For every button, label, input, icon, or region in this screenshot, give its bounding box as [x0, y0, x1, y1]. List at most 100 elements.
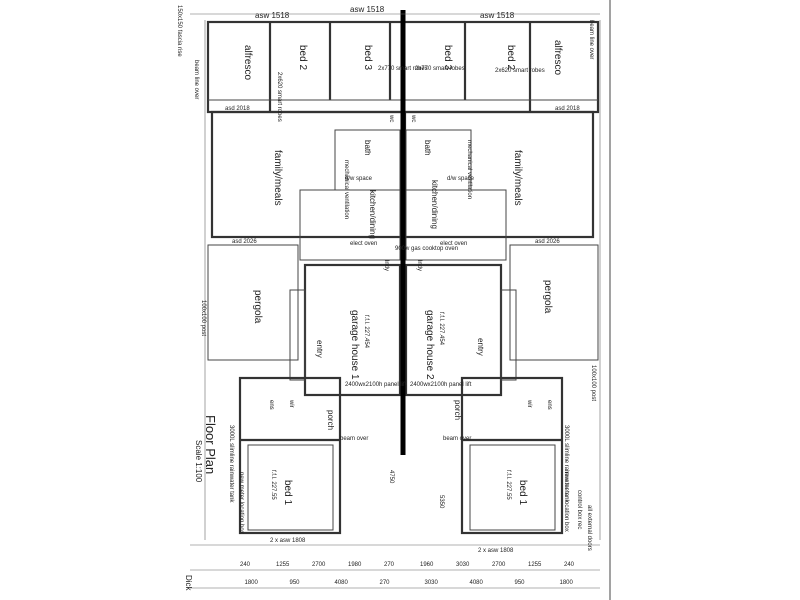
house2-garage	[404, 263, 503, 397]
room-kitchen-left: kitchen/dining	[368, 190, 377, 239]
room-wc-left: wc	[388, 114, 394, 122]
robes-2620-right: 2x620 smart robes	[495, 68, 545, 74]
robes-2770-left: 2x770 smart robes	[378, 66, 428, 72]
corner-text: Dick	[184, 575, 193, 592]
room-bed3-left: bed 3	[362, 45, 373, 70]
bottom-dim-label: 3030	[456, 562, 470, 568]
house1-wet-area	[334, 129, 401, 191]
ext-doors: all external doors	[586, 505, 592, 551]
room-bed1-left: bed 1	[282, 480, 293, 505]
room-lndy-right: lndy	[416, 260, 422, 271]
house2-bed1-tiles	[469, 444, 556, 531]
house2-pergola	[509, 244, 599, 361]
bottom-dims-row1: 240 1255 2700 1980 270 1960 3030 2700 1255 240	[240, 562, 575, 568]
bottom-dim-label: 240	[564, 562, 575, 568]
room-pergola-left: pergola	[252, 290, 263, 324]
asd2018-left: asd 2018	[225, 106, 250, 112]
bottom-dim-label: 950	[515, 580, 526, 586]
post-right: 100x100 post	[590, 365, 596, 401]
asd2026-left: asd 2026	[232, 239, 257, 245]
bottom-dim-label: 2700	[492, 562, 506, 568]
wir-right: wir	[526, 399, 532, 408]
rainwater-left: 3000L slimline rainwater tank	[228, 425, 234, 503]
asw1808-right: 2 x asw 1808	[478, 548, 514, 554]
room-wc-right: wc	[410, 114, 416, 122]
rainwater-right: 3000L slimline rainwater tank	[563, 425, 569, 503]
room-bath-right: bath	[423, 140, 432, 156]
bottom-dim-label: 1255	[276, 562, 290, 568]
room-garage-right: garage house 2	[424, 310, 435, 380]
bottom-dim-label: 270	[384, 562, 395, 568]
room-bed2-right: bed 2	[505, 45, 516, 70]
bottom-dim-label: 1800	[245, 580, 259, 586]
room-family-left: family/meals	[272, 150, 283, 206]
wir-left: wir	[288, 399, 294, 408]
meter-right: new meter location box	[563, 470, 569, 532]
house1-bed1-block	[238, 376, 342, 535]
bottom-dim-label: 2700	[312, 562, 326, 568]
room-porch-right: porch	[453, 400, 462, 420]
ens-left: ens	[268, 400, 274, 410]
mech-left: mechanical ventilation	[343, 160, 349, 219]
room-entry-left: entry	[315, 340, 324, 358]
asd2018-right: asd 2018	[555, 106, 580, 112]
bottom-dim-label: 270	[380, 580, 391, 586]
elect-left: elect oven	[350, 241, 377, 247]
control-box: control box rec	[576, 490, 582, 529]
top-dimension-left: asw 1518	[255, 11, 290, 20]
bottom-dim-label: 4080	[335, 580, 349, 586]
side-dim-right: 5350	[438, 495, 444, 509]
cooktop-left: 900w gas cooktop oven	[395, 246, 458, 252]
bottom-dim-label: 1255	[528, 562, 542, 568]
beam-over-left: beam over	[340, 436, 368, 442]
plan-title: Floor Plan	[203, 415, 218, 474]
bottom-dim-label: 1800	[560, 580, 574, 586]
bottom-dim-label: 4080	[470, 580, 484, 586]
bottom-dim-label: 1980	[348, 562, 362, 568]
room-bed1-right: bed 1	[517, 480, 528, 505]
top-dimension-center: asw 1518	[350, 5, 385, 14]
room-bed3-right: bed 3	[442, 45, 453, 70]
elect-right: elect oven	[440, 241, 467, 247]
room-garage-left: garage house 1	[349, 310, 360, 380]
post-note: 150x150 fascia rise	[176, 5, 182, 57]
panel-lift-left: 2400wx2100h panel lift	[345, 382, 407, 388]
ens-right: ens	[546, 400, 552, 410]
asd2026-right: asd 2026	[535, 239, 560, 245]
bottom-dims-row2: 1800 950 4080 270 3030 4080 950 1800	[245, 580, 574, 586]
mech-right: mechanical ventilation	[466, 140, 472, 199]
house2-wet-area	[405, 129, 472, 191]
post-left: 100x100 post	[200, 300, 206, 336]
ffl-bed-left: f.f.l. 227.55	[270, 470, 276, 500]
ffl-bed-right: f.f.l. 227.55	[505, 470, 511, 500]
bottom-dim-label: 3030	[425, 580, 439, 586]
robes-2770-right: 2x770 smart robes	[415, 66, 465, 72]
bottom-dim-label: 240	[240, 562, 251, 568]
room-entry-right: entry	[476, 338, 485, 356]
beam-note-right: beam line over	[588, 20, 594, 59]
room-kitchen-right: kitchen/dining	[430, 180, 439, 229]
beam-note-left: beam line over	[193, 60, 199, 99]
room-lndy-left: lndy	[383, 260, 389, 271]
asw1808-left: 2 x asw 1808	[270, 538, 306, 544]
room-bath-left: bath	[363, 140, 372, 156]
room-pergola-right: pergola	[542, 280, 553, 314]
robes-2620-left: 2x620 smart robes	[276, 72, 282, 122]
house1-bed1-tiles	[247, 444, 334, 531]
beam-over-right: beam over	[443, 436, 471, 442]
house1-pergola	[207, 244, 299, 361]
bottom-dim-label: 1960	[420, 562, 434, 568]
bottom-dim-label: 950	[290, 580, 301, 586]
room-alfresco-left: alfresco	[242, 45, 253, 80]
meter-left: new meter location box	[238, 472, 244, 534]
house2-bed1-block	[460, 376, 564, 535]
plan-scale: Scale 1:100	[194, 440, 203, 483]
room-alfresco-right: alfresco	[552, 40, 563, 75]
room-family-right: family/meals	[512, 150, 523, 206]
side-dim-left: 4750	[388, 470, 394, 484]
room-porch-left: porch	[326, 410, 335, 430]
ffl-garage-right: f.f.l. 227.454	[438, 312, 444, 346]
panel-lift-right: 2400wx2100h panel lift	[410, 382, 472, 388]
dw-left: d/w space	[345, 176, 373, 182]
